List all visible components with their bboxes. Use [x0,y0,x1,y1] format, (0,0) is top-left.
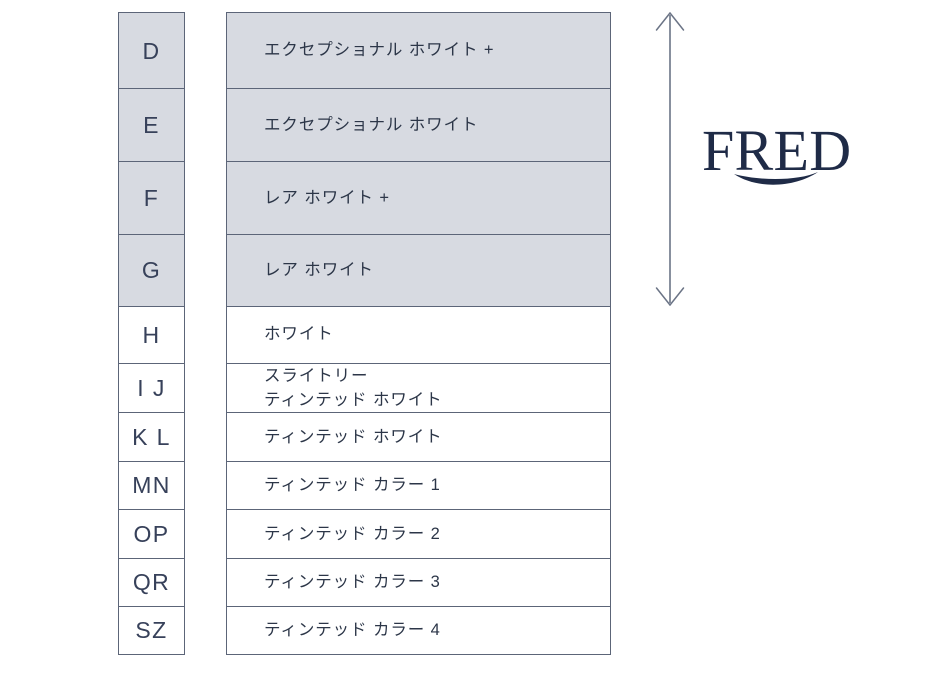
grade-letter: K L [132,423,171,450]
description-cell-g: レア ホワイト [226,234,611,308]
grade-letter-column: D E F G H I J K L MN OP QR SZ [118,12,185,656]
description-cell-kl: ティンテッド ホワイト [226,412,611,463]
description-text: エクセプショナル ホワイト + [264,41,495,60]
description-cell-qr: ティンテッド カラー 3 [226,557,611,608]
description-text: レア ホワイト [264,261,374,280]
grade-letter: H [142,321,161,348]
description-text: ティンテッド カラー 1 [264,476,441,495]
description-cell-d: エクセプショナル ホワイト + [226,12,611,90]
description-cell-sz: ティンテッド カラー 4 [226,606,611,656]
grade-cell-qr: QR [118,557,185,608]
grade-letter: E [143,112,160,139]
grade-letter: G [141,257,162,284]
fred-logo-swash [734,172,818,185]
grade-cell-e: E [118,88,185,163]
description-text: ティンテッド カラー 2 [264,524,441,543]
grade-letter: OP [133,520,170,547]
grade-description-column: エクセプショナル ホワイト + エクセプショナル ホワイト レア ホワイト + … [226,12,611,656]
grade-cell-ij: I J [118,363,185,415]
description-text: ホワイト [264,325,334,344]
description-text: ティンテッド ホワイト [264,427,443,446]
grade-cell-d: D [118,12,185,90]
description-cell-h: ホワイト [226,305,611,365]
grade-letter: MN [132,472,171,499]
description-text: エクセプショナル ホワイト [264,115,479,134]
grade-cell-op: OP [118,509,185,560]
grade-cell-g: G [118,234,185,308]
description-text: スライトリー ティンテッド ホワイト [264,367,443,409]
grade-cell-f: F [118,161,185,236]
grade-cell-kl: K L [118,412,185,463]
grade-cell-mn: MN [118,460,185,511]
grade-cell-h: H [118,305,185,365]
description-cell-e: エクセプショナル ホワイト [226,88,611,163]
grade-letter: D [142,37,161,64]
description-cell-op: ティンテッド カラー 2 [226,509,611,560]
grade-letter: F [143,185,160,212]
fred-logo: FRED [700,124,872,186]
description-text: レア ホワイト + [264,188,390,207]
double-headed-vertical-arrow-icon [652,8,688,310]
grade-letter: SZ [135,617,168,644]
description-cell-ij: スライトリー ティンテッド ホワイト [226,363,611,415]
grade-letter: QR [132,569,171,596]
description-text: ティンテッド カラー 3 [264,572,441,591]
grade-letter: I J [137,375,166,402]
description-cell-f: レア ホワイト + [226,161,611,236]
fred-wordmark-text: FRED [702,124,851,183]
description-text: ティンテッド カラー 4 [264,620,441,639]
description-cell-mn: ティンテッド カラー 1 [226,460,611,511]
grade-cell-sz: SZ [118,606,185,656]
